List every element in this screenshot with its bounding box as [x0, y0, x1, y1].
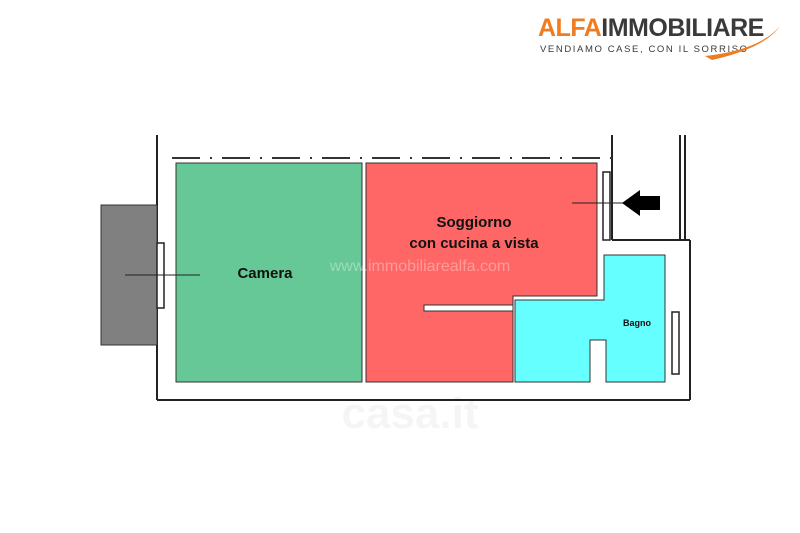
logo-brand-part2: IMMOBILIARE	[601, 14, 764, 42]
logo-brand-part1: ALFA	[538, 14, 602, 42]
room-bagno	[514, 254, 666, 383]
room-soggiorno	[365, 162, 598, 383]
logo-swoosh-icon	[705, 26, 780, 60]
label-soggiorno-line2: con cucina a vista	[409, 235, 539, 252]
label-camera: Camera	[237, 265, 293, 282]
arrow-left-icon	[622, 190, 660, 216]
watermark-site: www.immobiliarealfa.com	[329, 258, 511, 275]
outer-walls	[156, 135, 691, 401]
logo-tagline: VENDIAMO CASE, CON IL SORRISO	[540, 44, 749, 55]
watermark-portal: casa.it	[342, 389, 479, 438]
logo-brand: ALFAIMMOBILIARE	[538, 14, 764, 42]
interior-wall	[423, 304, 514, 312]
label-bagno: Bagno	[623, 318, 652, 328]
room-camera	[175, 162, 363, 383]
company-logo: ALFAIMMOBILIARE VENDIAMO CASE, CON IL SO…	[538, 14, 788, 55]
label-soggiorno-line1: Soggiorno	[437, 214, 512, 231]
